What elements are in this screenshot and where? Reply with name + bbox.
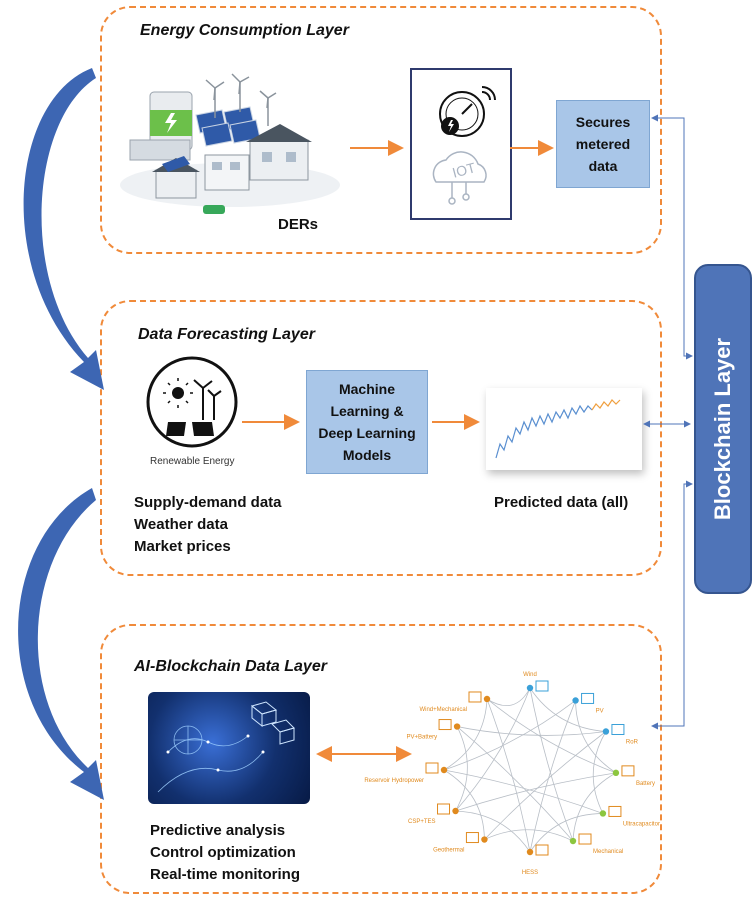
predicted-data-plot	[486, 388, 642, 470]
forecasting-inputs-list: Supply-demand data Weather data Market p…	[134, 492, 282, 558]
ai-outputs-list: Predictive analysis Control optimization…	[150, 820, 300, 886]
iot-cloud-icon	[432, 151, 487, 205]
predicted-data-label: Predicted data (all)	[494, 494, 629, 511]
ml-dl-models-box: Machine Learning & Deep Learning Models	[306, 370, 428, 474]
input-weather: Weather data	[134, 516, 228, 533]
ai-blockchain-title: AI-Blockchain Data Layer	[134, 658, 327, 675]
output-control-optimization: Control optimization	[150, 844, 296, 861]
input-market-prices: Market prices	[134, 538, 231, 555]
energy-consumption-title: Energy Consumption Layer	[140, 22, 349, 39]
ders-label: DERs	[278, 216, 319, 233]
big-curved-arrow-top	[23, 68, 104, 390]
output-real-time-monitoring: Real-time monitoring	[150, 866, 301, 883]
data-forecasting-title: Data Forecasting Layer	[138, 326, 315, 343]
blockchain-layer-bar: Blockchain Layer	[694, 264, 752, 594]
smart-meter-iot-box: IOT	[410, 68, 512, 220]
prediction-chart	[495, 399, 621, 459]
ai-network-icon	[157, 701, 295, 793]
data-forecasting-layer	[100, 300, 662, 576]
big-curved-arrow-bottom	[18, 488, 104, 800]
blockchain-layer-label: Blockchain Layer	[710, 337, 735, 521]
ai-hand-image	[148, 692, 310, 804]
secures-metered-data-box: Secures metered data	[556, 100, 650, 188]
renewable-energy-caption: Renewable Energy	[150, 456, 235, 467]
output-predictive-analysis: Predictive analysis	[150, 822, 286, 839]
svg-text:IOT: IOT	[450, 159, 477, 181]
input-supply-demand: Supply-demand data	[134, 494, 282, 511]
smart-meter-icon	[439, 86, 496, 137]
meter-iot-icons: IOT	[432, 86, 496, 205]
